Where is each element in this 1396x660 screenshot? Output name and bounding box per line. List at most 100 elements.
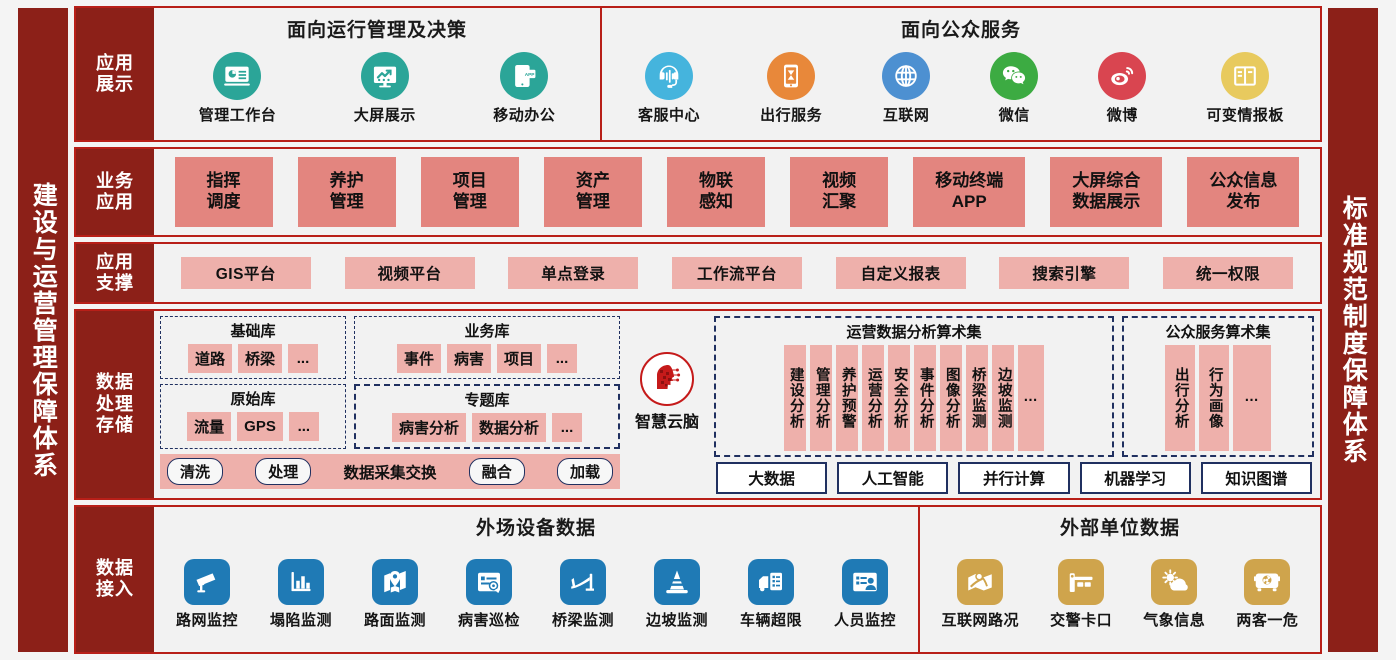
- algo-chip[interactable]: 事件分析: [914, 345, 936, 451]
- band-label-data-access: 数据 接入: [76, 506, 154, 653]
- algo-chip[interactable]: 出行分析: [1165, 345, 1195, 451]
- bridge-icon: [559, 558, 606, 605]
- app-support-item[interactable]: 统一权限: [1163, 257, 1294, 290]
- data-source-label: 两客一危: [1236, 611, 1299, 629]
- tech-capability-row: 大数据 人工智能 并行计算 机器学习 知识图谱: [714, 461, 1314, 494]
- app-support-item[interactable]: 单点登录: [508, 257, 639, 290]
- db-chip[interactable]: 数据分析: [472, 413, 547, 443]
- data-source-disease-inspection[interactable]: 病害巡检: [457, 558, 520, 630]
- app-support-item[interactable]: 工作流平台: [671, 257, 802, 290]
- algo-chip[interactable]: 桥梁监测: [966, 345, 988, 451]
- etl-button-clean[interactable]: 清洗: [167, 458, 224, 486]
- data-source-label: 病害巡检: [457, 611, 520, 629]
- algo-chip[interactable]: 图像分析: [940, 345, 962, 451]
- db-chip[interactable]: ...: [552, 413, 583, 443]
- tech-button-knowledge-graph[interactable]: 知识图谱: [1200, 461, 1313, 494]
- wechat-icon: [990, 52, 1039, 101]
- algo-chip[interactable]: 建设分析: [784, 345, 806, 451]
- business-app-item[interactable]: 大屏综合 数据展示: [1050, 156, 1163, 227]
- data-source-subsidence-monitoring[interactable]: 塌陷监测: [269, 558, 332, 630]
- algo-chip[interactable]: 边坡监测: [992, 345, 1014, 451]
- app-item-big-screen[interactable]: 大屏展示: [354, 52, 416, 125]
- tech-button-parallel-computing[interactable]: 并行计算: [958, 461, 1070, 494]
- algo-chip[interactable]: 行为画像: [1199, 345, 1229, 451]
- db-chip[interactable]: ...: [547, 344, 578, 374]
- db-chip[interactable]: 道路: [187, 344, 232, 374]
- app-item-call-center[interactable]: 客服中心: [638, 52, 700, 125]
- svg-text:APP: APP: [525, 72, 536, 78]
- db-chip[interactable]: 流量: [187, 412, 232, 442]
- business-app-item[interactable]: 资产 管理: [543, 156, 642, 227]
- app-label: 出行服务: [760, 107, 823, 125]
- left-vertical-banner: 建设与运营管理保障体系: [18, 8, 68, 652]
- data-source-slope-monitoring[interactable]: 边坡监测: [646, 558, 708, 630]
- algo-chip[interactable]: 安全分析: [888, 345, 910, 451]
- cctv-camera-icon: [183, 558, 230, 605]
- data-source-label: 塌陷监测: [269, 611, 332, 629]
- db-chip[interactable]: 项目: [497, 344, 542, 374]
- db-chip[interactable]: 桥梁: [238, 344, 283, 374]
- business-app-item[interactable]: 公众信息 发布: [1187, 156, 1300, 227]
- etl-button-fuse[interactable]: 融合: [468, 458, 525, 486]
- app-support-item[interactable]: GIS平台: [180, 257, 311, 290]
- app-support-item[interactable]: 视频平台: [344, 257, 475, 290]
- db-chip[interactable]: ...: [288, 412, 319, 442]
- data-source-traffic-police-checkpoint[interactable]: 交警卡口: [1050, 558, 1112, 630]
- data-source-vehicle-overload[interactable]: 车辆超限: [740, 558, 802, 630]
- data-source-label: 路网监控: [175, 611, 238, 629]
- db-chip[interactable]: 病害分析: [391, 413, 466, 443]
- algo-chip[interactable]: 运营分析: [862, 345, 884, 451]
- db-chip[interactable]: 事件: [396, 344, 441, 374]
- app-label: 微博: [1106, 107, 1138, 125]
- db-chip[interactable]: 病害: [446, 344, 491, 374]
- etl-button-load[interactable]: 加载: [556, 458, 613, 486]
- app-label: 移动办公: [493, 107, 556, 125]
- data-source-personnel-monitoring[interactable]: 人员监控: [834, 558, 896, 630]
- etl-button-process[interactable]: 处理: [255, 458, 312, 486]
- band-label-app-support: 应用 支撑: [76, 244, 154, 303]
- tech-button-bigdata[interactable]: 大数据: [716, 461, 828, 494]
- business-app-item[interactable]: 视频 汇聚: [790, 156, 889, 227]
- tech-button-ai[interactable]: 人工智能: [837, 461, 949, 494]
- brain-label: 智慧云脑: [634, 413, 699, 431]
- app-item-vms-board[interactable]: 可变情报板: [1206, 52, 1284, 125]
- db-title: 业务库: [464, 323, 510, 341]
- algo-chip[interactable]: 管理分析: [810, 345, 832, 451]
- app-item-management-console[interactable]: 管理工作台: [199, 52, 277, 125]
- data-source-internet-traffic[interactable]: 互联网路况: [942, 558, 1020, 630]
- band-data-processing: 数据 处理 存储 基础库 道路 桥梁 ...: [74, 309, 1322, 500]
- algo-chip-more[interactable]: …: [1018, 345, 1044, 451]
- app-item-mobile-office[interactable]: APP 移动办公: [493, 52, 555, 125]
- app-support-item[interactable]: 自定义报表: [835, 257, 966, 290]
- db-box-raw: 原始库 流量 GPS ...: [160, 384, 346, 450]
- data-source-road-monitoring[interactable]: 路网监控: [175, 558, 238, 630]
- db-chip[interactable]: GPS: [237, 412, 283, 442]
- data-source-bridge-monitoring[interactable]: 桥梁监测: [552, 558, 614, 630]
- algo-chip-more[interactable]: …: [1233, 345, 1271, 451]
- algo-chip[interactable]: 养护预警: [836, 345, 858, 451]
- hazard-bus-icon: [1244, 558, 1291, 605]
- business-app-item[interactable]: 指挥 调度: [174, 156, 273, 227]
- tech-button-machine-learning[interactable]: 机器学习: [1079, 461, 1191, 494]
- band-app-display: 应用 展示 面向运行管理及决策 管理工作台: [74, 6, 1322, 142]
- app-item-travel-service[interactable]: 出行服务: [760, 52, 822, 125]
- data-source-hazard-passenger-vehicles[interactable]: 两客一危: [1236, 558, 1299, 630]
- group-title-operations: 面向运行管理及决策: [286, 20, 467, 41]
- app-item-weibo[interactable]: 微博: [1098, 52, 1147, 125]
- data-source-weather-info[interactable]: 气象信息: [1143, 558, 1205, 630]
- app-label: 可变情报板: [1206, 107, 1284, 125]
- data-source-pavement-monitoring[interactable]: 路面监测: [364, 558, 426, 630]
- etl-bar: 清洗 处理 数据采集交换 融合 加载: [160, 454, 620, 490]
- business-app-item[interactable]: 物联 感知: [666, 156, 765, 227]
- algo-set-title: 运营数据分析算术集: [846, 324, 982, 342]
- app-item-wechat[interactable]: 微信: [990, 52, 1039, 125]
- business-app-item[interactable]: 养护 管理: [297, 156, 396, 227]
- phone-travel-icon: [767, 52, 816, 101]
- db-box-basic: 基础库 道路 桥梁 ...: [160, 316, 346, 380]
- app-item-internet[interactable]: 互联网: [882, 52, 931, 125]
- business-app-item[interactable]: 项目 管理: [420, 156, 519, 227]
- db-title: 基础库: [230, 323, 276, 341]
- business-app-item[interactable]: 移动终端 APP: [913, 156, 1026, 227]
- db-chip[interactable]: ...: [288, 344, 319, 374]
- app-support-item[interactable]: 搜索引擎: [999, 257, 1130, 290]
